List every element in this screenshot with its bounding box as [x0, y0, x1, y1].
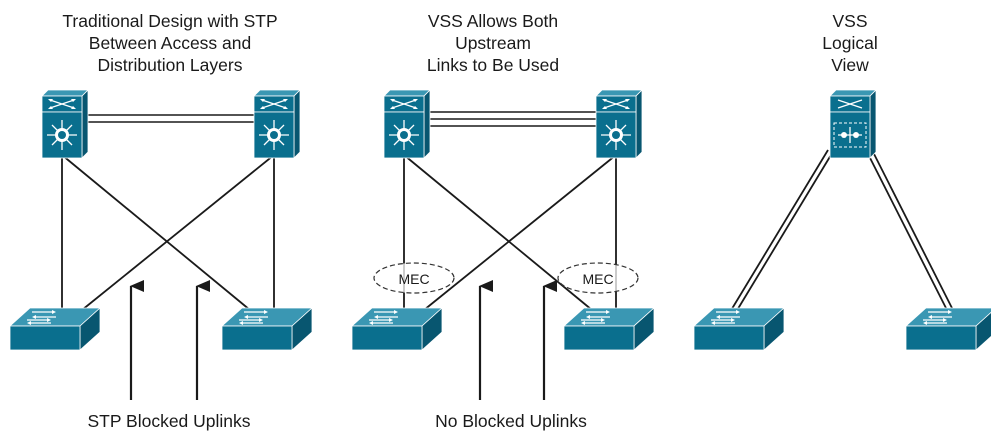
title-line: VSS Allows Both — [427, 11, 559, 31]
title-line: Upstream — [455, 33, 531, 53]
uplink — [735, 149, 835, 313]
panel-vss-logical — [693, 89, 991, 351]
title-vss-physical: VSS Allows Both Upstream Links to Be Use… — [393, 10, 593, 76]
access-switch-left — [693, 307, 785, 351]
distribution-switch-left — [41, 89, 89, 159]
title-line: VSS — [832, 11, 868, 31]
caption-stp-blocked: STP Blocked Uplinks — [44, 410, 294, 432]
title-vss-logical: VSS Logical View — [790, 10, 910, 76]
caption-text: No Blocked Uplinks — [435, 411, 587, 431]
title-line: Links to Be Used — [426, 55, 560, 75]
access-switch-right — [221, 307, 313, 351]
title-line: Distribution Layers — [97, 55, 243, 75]
title-line: Between Access and — [88, 33, 252, 53]
title-line: View — [831, 55, 869, 75]
panel-vss-physical: MEC MEC — [351, 89, 655, 400]
access-switch-right — [563, 307, 655, 351]
uplink — [729, 149, 829, 313]
uplink — [81, 154, 275, 311]
access-switch-left — [9, 307, 101, 351]
title-traditional: Traditional Design with STP Between Acce… — [20, 10, 320, 76]
title-line: Traditional Design with STP — [62, 11, 278, 31]
mec-label: MEC — [582, 271, 613, 287]
title-line: Logical — [822, 33, 878, 53]
uplink — [871, 149, 955, 313]
mec-label: MEC — [398, 271, 429, 287]
distribution-switch-right — [595, 89, 643, 159]
uplink — [423, 154, 617, 311]
caption-text: STP Blocked Uplinks — [87, 411, 251, 431]
vss-logical-switch — [829, 89, 877, 159]
uplink — [865, 149, 949, 313]
access-switch-right — [905, 307, 991, 351]
panel-traditional — [9, 89, 313, 400]
uplink — [61, 154, 251, 311]
mec-group-left: MEC — [373, 262, 455, 294]
distribution-switch-left — [383, 89, 431, 159]
caption-no-blocked: No Blocked Uplinks — [386, 410, 636, 432]
distribution-switch-right — [253, 89, 301, 159]
access-switch-left — [351, 307, 443, 351]
mec-group-right: MEC — [557, 262, 639, 294]
